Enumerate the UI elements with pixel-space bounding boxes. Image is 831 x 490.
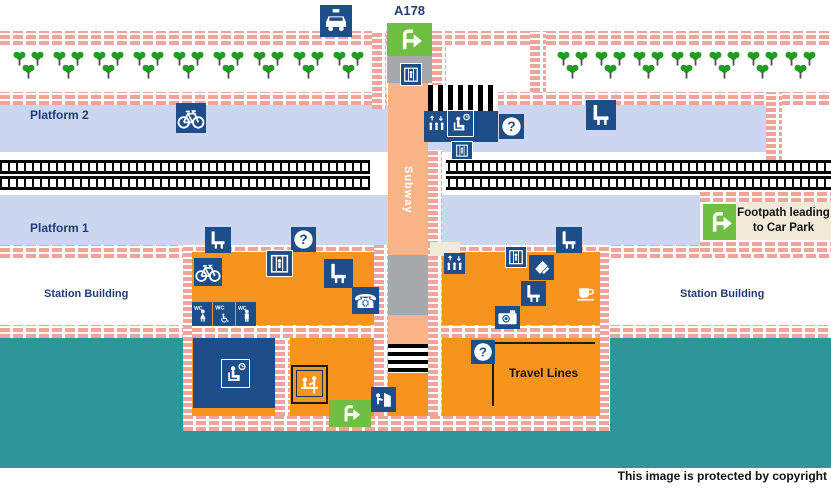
platform-2-area: [0, 105, 766, 152]
waiting-room-building-icon: [221, 359, 250, 388]
subway-stairs-mid: [388, 255, 428, 315]
toilets-women-icon: WC: [192, 302, 212, 326]
seats-building-left-icon: [324, 259, 353, 288]
svg-text:?: ?: [479, 344, 487, 359]
svg-text:♿: ♿: [219, 311, 230, 325]
help-point-platform1-icon: ?: [291, 227, 316, 252]
lift-platform2-icon: [451, 141, 473, 160]
subway-steps-south: [388, 344, 428, 373]
refreshments-icon: [574, 281, 599, 304]
tree-cluster-icon: [212, 50, 246, 80]
brick-footpath-top: [700, 190, 831, 202]
svg-text:?: ?: [299, 232, 307, 247]
way-out-south-icon: [329, 400, 371, 427]
help-point-platform2-icon: ?: [499, 114, 524, 139]
road-label: A178: [393, 3, 426, 18]
seats-platform1-right-icon: [556, 227, 582, 253]
seats-building-right-icon: [521, 281, 546, 306]
tree-cluster-icon: [252, 50, 286, 80]
tree-cluster-icon: [332, 50, 366, 80]
svg-text:WC: WC: [215, 305, 224, 311]
platform-1-area: [0, 195, 700, 245]
station-building-right-label: Station Building: [680, 288, 765, 300]
lift-subway-north-icon: [400, 63, 422, 86]
tree-cluster-icon: [556, 50, 590, 80]
stairs-building-icon: [444, 253, 465, 274]
copyright-notice: This image is protected by copyright: [617, 469, 827, 483]
station-building-left-label: Station Building: [44, 288, 129, 300]
tree-cluster-icon: [670, 50, 704, 80]
brick-wall-right-building: [610, 325, 831, 338]
platform-2-label: Platform 2: [30, 108, 89, 122]
help-point-travel-lines-icon: ?: [471, 340, 495, 364]
way-out-a178-icon: [387, 23, 432, 56]
subway-label: Subway: [402, 166, 414, 214]
building-interior-column: [275, 338, 290, 416]
ticket-office-room: [291, 365, 328, 404]
subway-wall-left-top: [372, 31, 386, 109]
subway-wall-right-top: [432, 31, 446, 93]
cycle-storage-platform2-icon: [176, 103, 206, 133]
waiting-room-platform2-icon: [447, 110, 474, 137]
telephone-icon: ☎: [352, 287, 379, 314]
tree-cluster-icon: [12, 50, 46, 80]
photo-booth-icon: [495, 306, 520, 329]
taxi-rank-icon: [320, 5, 352, 37]
subway-corridor-south: [388, 315, 428, 344]
tree-cluster-icon: [632, 50, 666, 80]
seats-platform1-left-icon: [205, 227, 231, 253]
tree-cluster-icon: [292, 50, 326, 80]
brick-column-top: [530, 31, 546, 92]
svg-text:WC: WC: [238, 306, 247, 312]
tree-cluster-icon: [172, 50, 206, 80]
ticket-office-icon: [296, 370, 323, 397]
tree-cluster-icon: [92, 50, 126, 80]
platform2-canopy: [428, 85, 498, 112]
ticket-machine-icon: [371, 387, 396, 412]
seats-platform2-icon: [586, 100, 616, 130]
subway-corridor: [388, 83, 428, 255]
lift-building-left-icon: [266, 250, 293, 277]
lift-building-right-icon: [505, 246, 527, 268]
platform-1-label: Platform 1: [30, 221, 89, 235]
tree-cluster-icon: [784, 50, 818, 80]
subway-wall-right-bottom: [428, 245, 442, 416]
brick-footpath-bottom: [700, 240, 831, 252]
tree-cluster-icon: [746, 50, 780, 80]
tree-cluster-icon: [708, 50, 742, 80]
stairs-platform2-icon: [426, 113, 447, 134]
svg-text:WC: WC: [194, 306, 203, 312]
toilets-men-icon: WC: [236, 302, 256, 326]
tree-cluster-icon: [132, 50, 166, 80]
ticket-gates-icon: [529, 255, 554, 280]
travel-lines-label: Travel Lines: [508, 366, 579, 380]
subway-wall-right-mid: [428, 150, 442, 245]
brick-column-right: [766, 92, 782, 160]
travel-lines-room: [492, 342, 595, 406]
tree-cluster-icon: [594, 50, 628, 80]
footpath-exit-icon: [703, 204, 736, 240]
tree-cluster-icon: [52, 50, 86, 80]
subway-side-path: [430, 242, 460, 256]
toilets-accessible-icon: WC♿: [213, 302, 235, 326]
svg-text:?: ?: [507, 119, 515, 134]
brick-wall-left-building: [0, 325, 183, 338]
svg-text:☎: ☎: [354, 290, 378, 313]
cycle-storage-building-icon: [194, 258, 222, 286]
